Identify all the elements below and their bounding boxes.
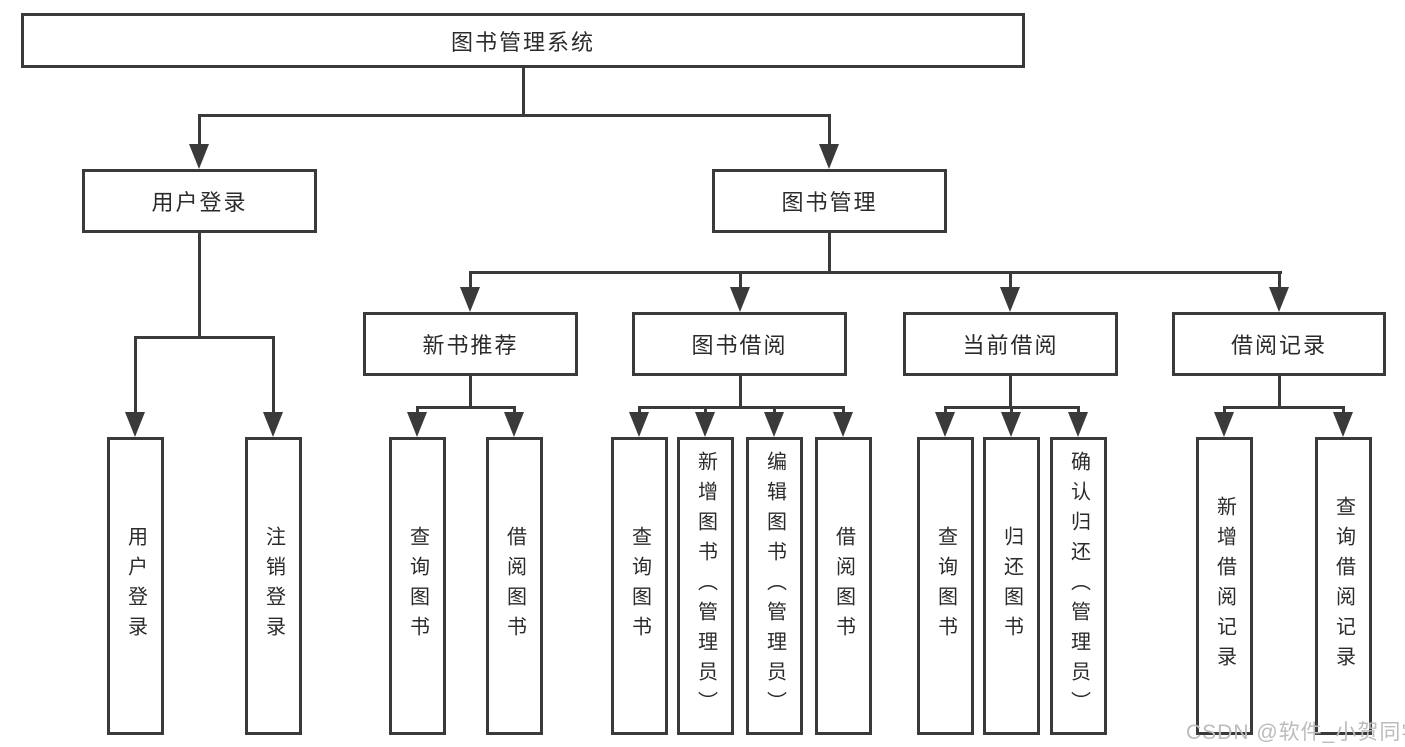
leaf-logout: 注销登录 (245, 437, 302, 735)
node-user-login-group: 用户登录 (82, 169, 317, 233)
edge-line (1009, 376, 1012, 409)
arrowhead-down-icon (819, 144, 839, 169)
edge-line (1010, 406, 1013, 417)
arrowhead-down-icon (189, 144, 209, 169)
arrowhead-down-icon (1000, 287, 1020, 312)
edge-line (134, 336, 275, 339)
node-label: 编辑图书（管理员） (763, 451, 786, 721)
edge-line (1342, 406, 1345, 417)
edge-line (842, 406, 845, 417)
arrowhead-down-icon (730, 287, 750, 312)
node-label: 用户登录 (124, 526, 147, 646)
arrowhead-down-icon (695, 412, 715, 437)
arrowhead-down-icon (1214, 412, 1234, 437)
edge-line (1223, 406, 1226, 417)
edge-line (828, 114, 831, 147)
node-label: 图书管理 (781, 190, 878, 215)
edge-line (773, 406, 776, 417)
arrowhead-down-icon (764, 412, 784, 437)
edge-line (198, 114, 201, 147)
leaf-edit-book-admin: 编辑图书（管理员） (746, 437, 803, 735)
edge-line (198, 233, 201, 339)
edge-line (638, 406, 845, 409)
node-label: 借阅图书 (503, 526, 526, 646)
node-label: 借阅记录 (1230, 333, 1327, 358)
arrowhead-down-icon (1001, 412, 1021, 437)
node-label: 查询图书 (406, 526, 429, 646)
node-library-system: 图书管理系统 (21, 13, 1025, 68)
node-label: 图书管理系统 (450, 29, 595, 55)
node-current-borrow: 当前借阅 (903, 312, 1118, 376)
node-new-book-recommend: 新书推荐 (363, 312, 578, 376)
leaf-borrow-books-borrow: 借阅图书 (815, 437, 872, 735)
leaf-query-books-recommend: 查询图书 (389, 437, 446, 735)
arrowhead-down-icon (935, 412, 955, 437)
edge-line (1009, 271, 1012, 290)
edge-line (828, 233, 831, 274)
arrowhead-down-icon (504, 412, 524, 437)
arrowhead-down-icon (407, 412, 427, 437)
node-label: 新增图书（管理员） (694, 451, 717, 721)
node-label: 确认归还（管理员） (1067, 451, 1090, 721)
leaf-borrow-books-recommend: 借阅图书 (486, 437, 543, 735)
edge-line (704, 406, 707, 417)
edge-line (416, 406, 516, 409)
edge-line (469, 271, 1282, 274)
node-label: 图书借阅 (691, 333, 788, 358)
edge-line (1278, 376, 1281, 409)
edge-line (739, 376, 742, 409)
leaf-query-books-current: 查询图书 (917, 437, 974, 735)
node-label: 当前借阅 (962, 333, 1059, 358)
node-label: 查询图书 (628, 526, 651, 646)
edge-line (638, 406, 641, 417)
leaf-add-borrow-record: 新增借阅记录 (1196, 437, 1253, 735)
edge-line (134, 336, 137, 415)
edge-line (469, 271, 472, 290)
leaf-query-borrow-record: 查询借阅记录 (1315, 437, 1372, 735)
arrowhead-down-icon (1068, 412, 1088, 437)
edge-line (522, 68, 525, 117)
node-label: 注销登录 (262, 526, 285, 646)
node-label: 新书推荐 (422, 333, 519, 358)
watermark: CSDN @软件_小贺同学 (1186, 721, 1405, 744)
edge-line (469, 376, 472, 409)
node-borrow-records: 借阅记录 (1172, 312, 1386, 376)
edge-line (272, 336, 275, 415)
node-label: 借阅图书 (832, 526, 855, 646)
node-label: 查询借阅记录 (1332, 496, 1355, 676)
leaf-query-books-borrow: 查询图书 (611, 437, 668, 735)
edge-line (739, 271, 742, 290)
arrowhead-down-icon (1269, 287, 1289, 312)
arrowhead-down-icon (833, 412, 853, 437)
node-label: 新增借阅记录 (1213, 496, 1236, 676)
leaf-confirm-return-admin: 确认归还（管理员） (1050, 437, 1107, 735)
node-book-borrow: 图书借阅 (632, 312, 847, 376)
arrowhead-down-icon (460, 287, 480, 312)
node-book-management: 图书管理 (712, 169, 947, 233)
edge-line (513, 406, 516, 417)
arrowhead-down-icon (125, 412, 145, 437)
node-label: 归还图书 (1000, 526, 1023, 646)
edge-line (1223, 406, 1345, 409)
arrowhead-down-icon (1333, 412, 1353, 437)
edge-line (1278, 271, 1281, 290)
node-label: 查询图书 (934, 526, 957, 646)
leaf-user-login: 用户登录 (107, 437, 164, 735)
arrowhead-down-icon (629, 412, 649, 437)
node-label: 用户登录 (151, 190, 248, 215)
edge-line (1077, 406, 1080, 417)
leaf-add-book-admin: 新增图书（管理员） (677, 437, 734, 735)
arrowhead-down-icon (263, 412, 283, 437)
edge-line (416, 406, 419, 417)
leaf-return-books: 归还图书 (983, 437, 1040, 735)
edge-line (198, 114, 831, 117)
edge-line (944, 406, 947, 417)
